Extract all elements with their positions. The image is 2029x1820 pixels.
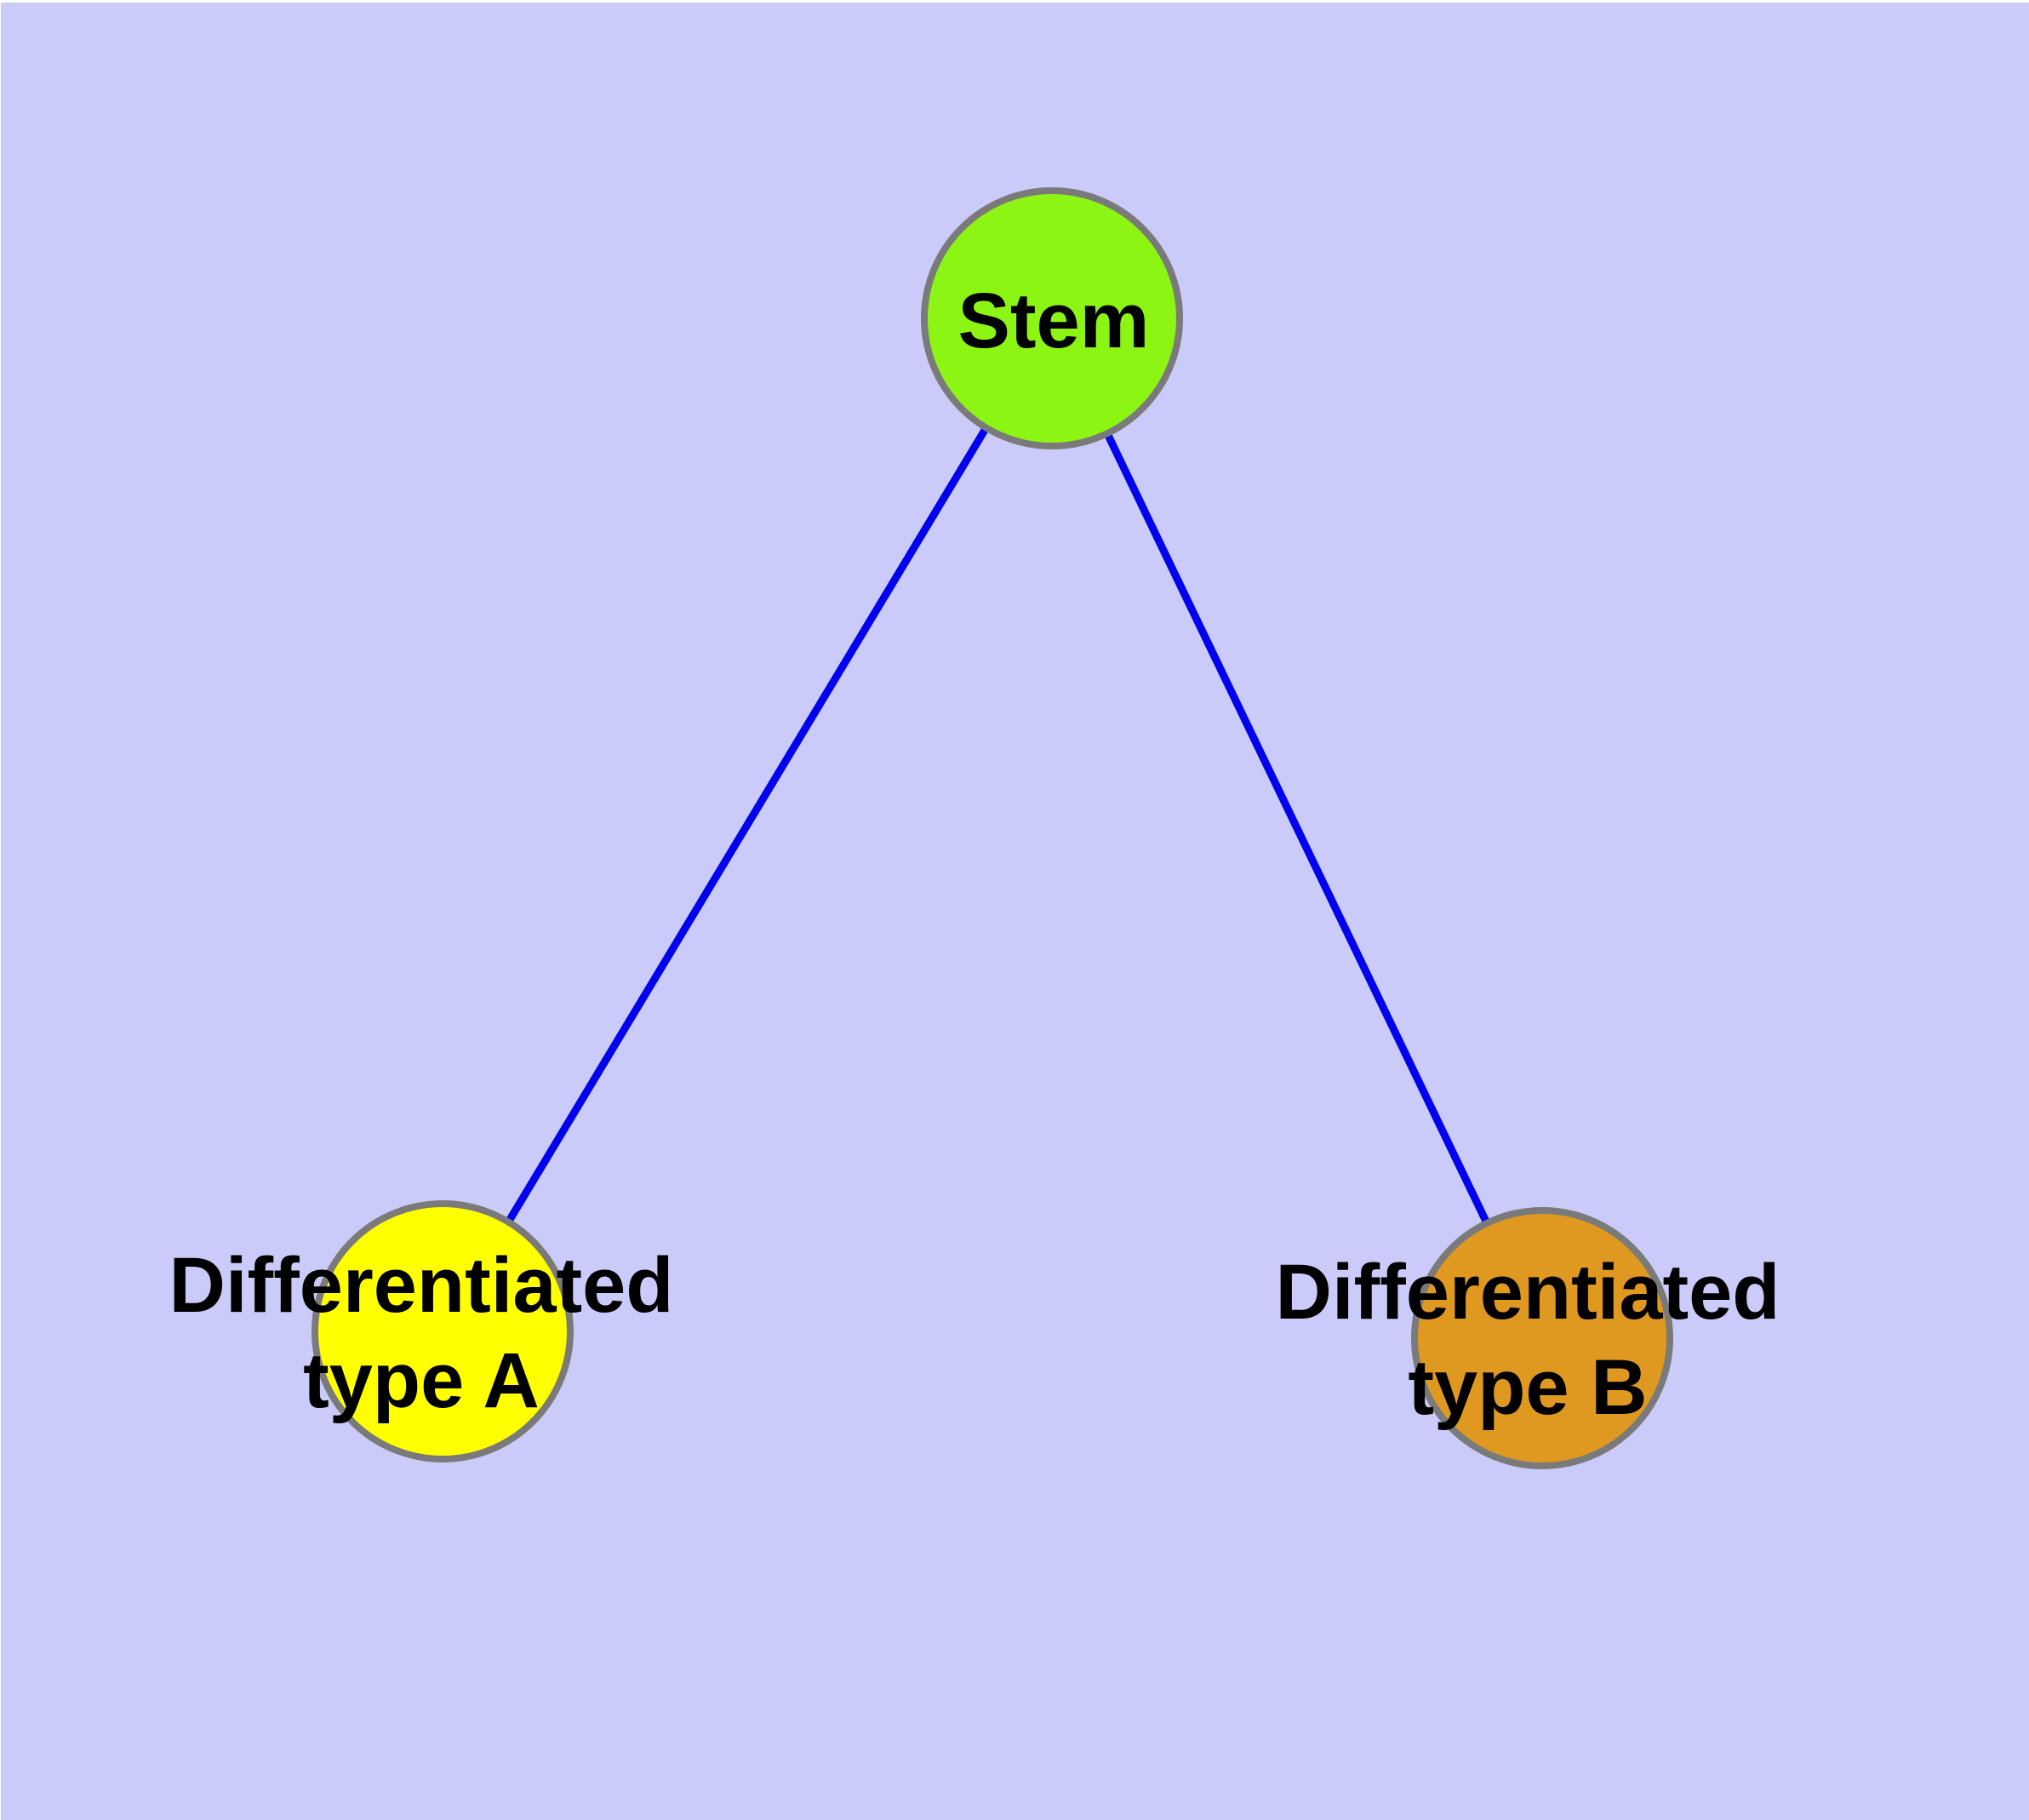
node-stem-circle: [921, 187, 1183, 449]
node-stem: Stem: [921, 187, 1183, 449]
edge-stem-to-type-b: [1048, 317, 1546, 1340]
node-type-b: Differentiated type B: [1276, 1207, 1780, 1469]
node-stem-label: Stem: [958, 278, 1150, 364]
node-type-a: Differentiated type A: [169, 1200, 674, 1462]
node-type-a-label-line1: Differentiated: [169, 1242, 674, 1329]
node-type-a-label-line2: type A: [303, 1337, 540, 1424]
edge-stem-to-type-a: [439, 316, 1055, 1334]
node-type-b-label-line1: Differentiated: [1276, 1249, 1780, 1336]
edge-group: [439, 316, 1546, 1340]
node-type-b-circle: [1411, 1207, 1673, 1469]
node-type-a-circle: [311, 1200, 574, 1462]
node-type-b-label-line2: type B: [1408, 1344, 1647, 1431]
